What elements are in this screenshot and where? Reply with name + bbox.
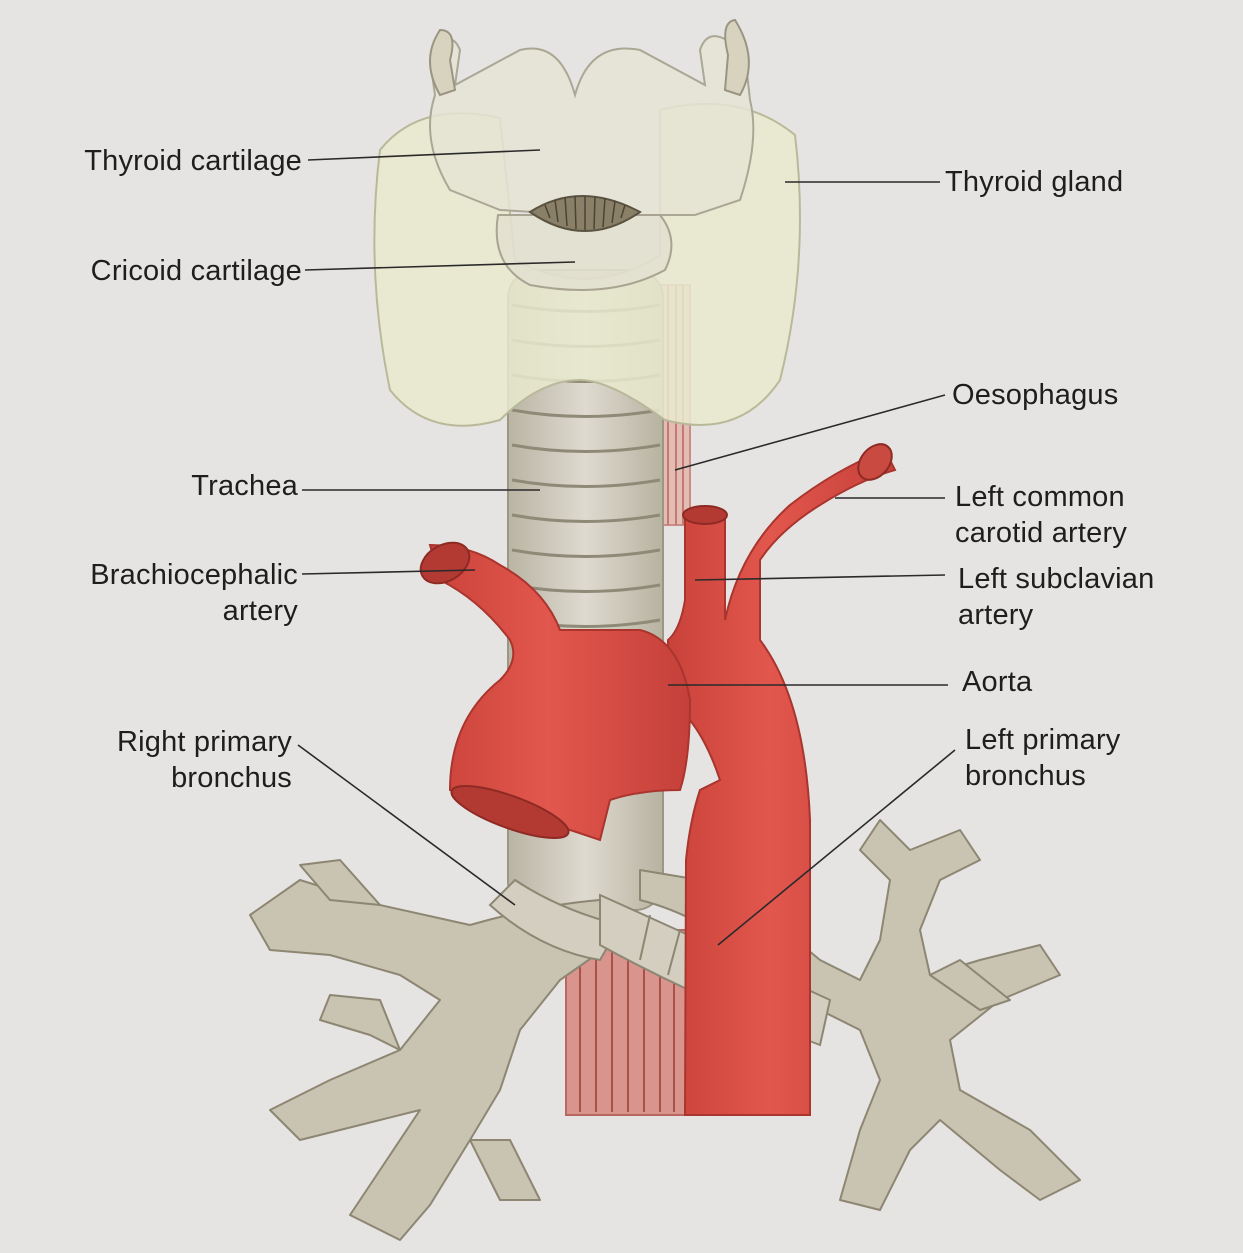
- label-cricoid-cartilage: Cricoid cartilage: [10, 253, 302, 289]
- label-oesophagus: Oesophagus: [952, 377, 1118, 413]
- thyroid-cartilage: [430, 20, 753, 218]
- label-thyroid-gland: Thyroid gland: [945, 164, 1123, 200]
- label-text: Thyroid gland: [945, 164, 1123, 200]
- label-line: Right primary: [10, 724, 292, 760]
- label-line: artery: [2, 593, 298, 629]
- label-aorta: Aorta: [962, 664, 1032, 700]
- label-text: Thyroid cartilage: [10, 143, 302, 179]
- label-line: artery: [958, 597, 1154, 633]
- label-thyroid-cartilage: Thyroid cartilage: [10, 143, 302, 179]
- label-text: Cricoid cartilage: [10, 253, 302, 289]
- label-line: Left subclavian: [958, 561, 1154, 597]
- label-text: Oesophagus: [952, 377, 1118, 413]
- label-text: Trachea: [10, 468, 298, 504]
- label-text: Aorta: [962, 664, 1032, 700]
- label-line: bronchus: [10, 760, 292, 796]
- label-line: Left primary: [965, 722, 1121, 758]
- label-left-primary-bronchus: Left primary bronchus: [965, 722, 1121, 794]
- label-line: carotid artery: [955, 515, 1127, 551]
- label-line: bronchus: [965, 758, 1121, 794]
- label-brachiocephalic-artery: Brachiocephalic artery: [2, 557, 298, 629]
- label-left-common-carotid-artery: Left common carotid artery: [955, 479, 1127, 551]
- label-right-primary-bronchus: Right primary bronchus: [10, 724, 292, 796]
- label-line: Brachiocephalic: [2, 557, 298, 593]
- label-left-subclavian-artery: Left subclavian artery: [958, 561, 1154, 633]
- label-line: Left common: [955, 479, 1127, 515]
- leader-left-subclavian: [695, 575, 945, 580]
- label-trachea: Trachea: [10, 468, 298, 504]
